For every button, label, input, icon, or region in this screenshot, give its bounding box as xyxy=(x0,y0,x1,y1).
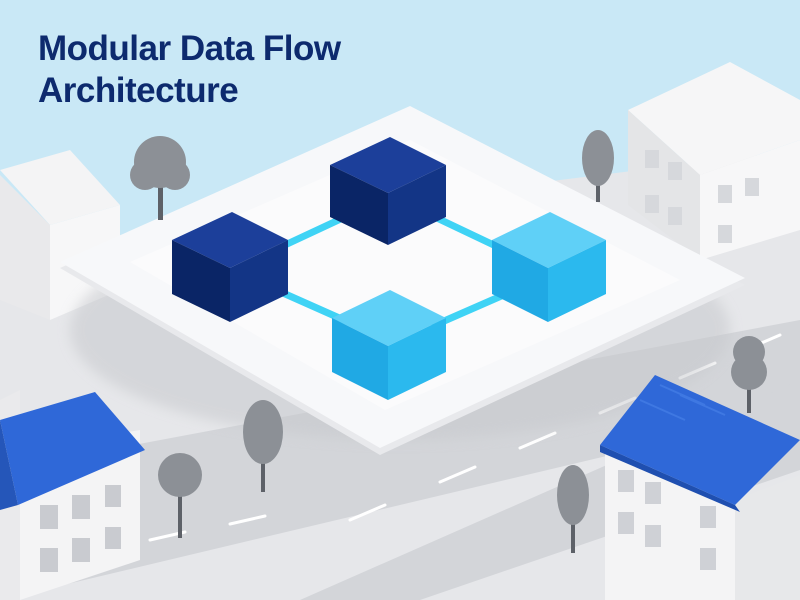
module-node-c xyxy=(492,212,606,322)
tree-icon xyxy=(130,136,190,220)
page-title: Modular Data Flow Architecture xyxy=(38,28,341,112)
house-icon xyxy=(0,390,145,600)
tree-icon xyxy=(158,453,202,538)
tree-icon xyxy=(243,400,283,492)
tree-icon xyxy=(582,130,614,202)
building-right-box xyxy=(628,62,800,260)
title-line-1: Modular Data Flow xyxy=(38,29,341,68)
module-node-b xyxy=(330,137,446,245)
module-node-a xyxy=(172,212,288,322)
title-line-2: Architecture xyxy=(38,71,239,110)
tree-icon xyxy=(731,336,767,413)
module-node-d xyxy=(332,290,446,400)
tree-icon xyxy=(557,465,589,553)
house-icon xyxy=(600,375,800,600)
